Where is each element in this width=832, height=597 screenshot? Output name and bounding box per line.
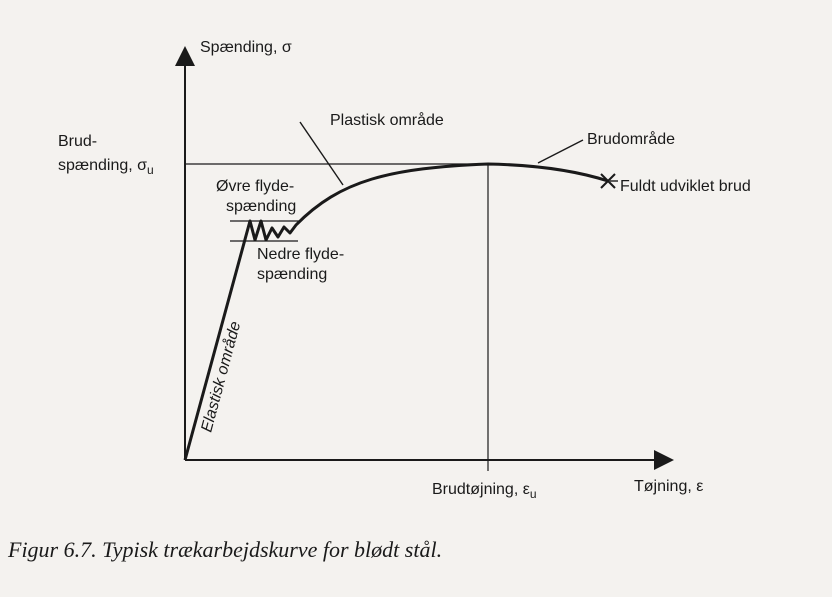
lower-yield-label: Nedre flyde- bbox=[257, 246, 344, 263]
ultimate-stress-label-2: spænding, σu bbox=[58, 157, 154, 177]
upper-yield-label-2: spænding bbox=[226, 198, 296, 215]
full-fracture-label: Fuldt udviklet brud bbox=[620, 178, 751, 195]
elastic-region-label: Elastisk område bbox=[197, 319, 244, 434]
ultimate-stress-label: Brud- bbox=[58, 133, 97, 150]
figure-caption: Figur 6.7. Typisk trækarbejdskurve for b… bbox=[8, 537, 443, 562]
lower-yield-label-2: spænding bbox=[257, 266, 327, 283]
stress-strain-curve bbox=[183, 162, 609, 461]
fracture-x-icon bbox=[600, 173, 616, 189]
fracture-region-leader bbox=[537, 139, 584, 164]
plastic-region-label: Plastisk område bbox=[330, 111, 444, 129]
fracture-region-label: Brudområde bbox=[587, 130, 675, 148]
ultimate-strain-label: Brudtøjning, εu bbox=[432, 481, 537, 501]
x-axis-label: Tøjning, ε bbox=[634, 478, 703, 495]
upper-yield-label: Øvre flyde- bbox=[216, 178, 294, 195]
y-axis-label: Spænding, σ bbox=[200, 39, 292, 56]
plastic-leader bbox=[299, 121, 344, 186]
